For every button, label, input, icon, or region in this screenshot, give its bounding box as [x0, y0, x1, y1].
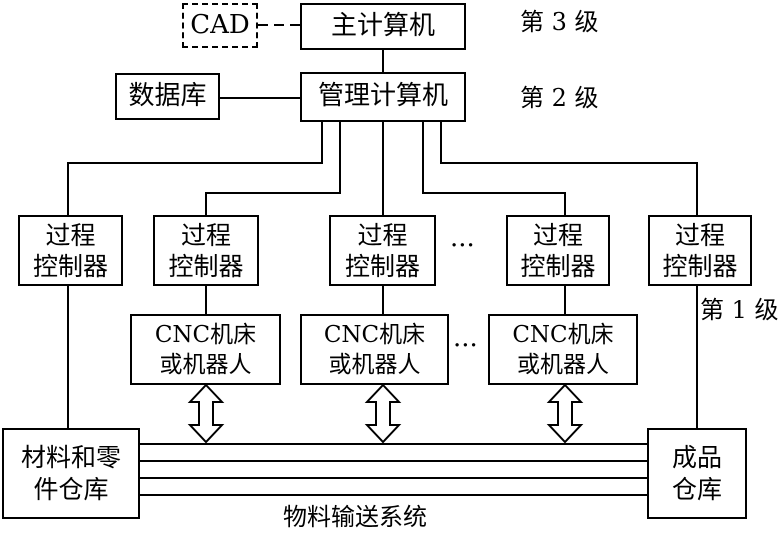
- process-controller-4: 过程 控制器: [506, 215, 610, 286]
- process-controller-2: 过程 控制器: [153, 215, 259, 286]
- link-controller-2: [205, 122, 341, 215]
- cnc-machine-3: CNC机床 或机器人: [488, 314, 638, 385]
- double-arrow-1: [187, 383, 225, 444]
- management-computer-label: 管理计算机: [317, 81, 448, 112]
- cnc-machine-2-label: CNC机床 或机器人: [323, 321, 426, 378]
- link-controller-5: [440, 122, 698, 215]
- main-computer-box: 主计算机: [300, 3, 466, 50]
- level-1-label: 第 1 级: [700, 296, 779, 324]
- management-computer-box: 管理计算机: [300, 72, 466, 122]
- main-computer-label: 主计算机: [330, 10, 435, 41]
- database-label: 数据库: [128, 80, 207, 111]
- level-2-label: 第 2 级: [520, 84, 599, 112]
- link-controller-4: [422, 122, 566, 215]
- link-controller-1: [67, 122, 323, 215]
- process-controller-3-label: 过程 控制器: [344, 220, 420, 281]
- process-controller-2-label: 过程 控制器: [168, 220, 244, 281]
- level-3-label: 第 3 级: [520, 8, 599, 36]
- cnc-machine-2: CNC机床 或机器人: [300, 314, 449, 385]
- raw-material-storage: 材料和零 件仓库: [2, 428, 140, 519]
- raw-material-storage-label: 材料和零 件仓库: [20, 442, 121, 504]
- process-controller-3: 过程 控制器: [329, 215, 436, 286]
- cad-label: CAD: [190, 9, 250, 40]
- cnc-machine-1: CNC机床 或机器人: [130, 314, 281, 385]
- conveyor-system-label: 物料输送系统: [283, 503, 427, 531]
- process-controller-1: 过程 控制器: [18, 215, 123, 286]
- double-arrow-2: [364, 383, 402, 444]
- cnc-machine-3-label: CNC机床 或机器人: [512, 321, 614, 378]
- finished-goods-storage: 成品 仓库: [647, 428, 747, 519]
- cad-box: CAD: [182, 3, 258, 48]
- controller-ellipsis: ···: [450, 231, 475, 261]
- process-controller-1-label: 过程 控制器: [32, 220, 108, 281]
- process-controller-5: 过程 控制器: [648, 215, 752, 286]
- finished-goods-storage-label: 成品 仓库: [671, 442, 722, 504]
- process-controller-5-label: 过程 控制器: [662, 220, 738, 281]
- database-box: 数据库: [115, 73, 220, 120]
- double-arrow-3: [546, 383, 584, 444]
- cnc-machine-1-label: CNC机床 或机器人: [154, 321, 257, 378]
- process-controller-4-label: 过程 控制器: [520, 220, 596, 281]
- machine-ellipsis: ···: [453, 331, 478, 361]
